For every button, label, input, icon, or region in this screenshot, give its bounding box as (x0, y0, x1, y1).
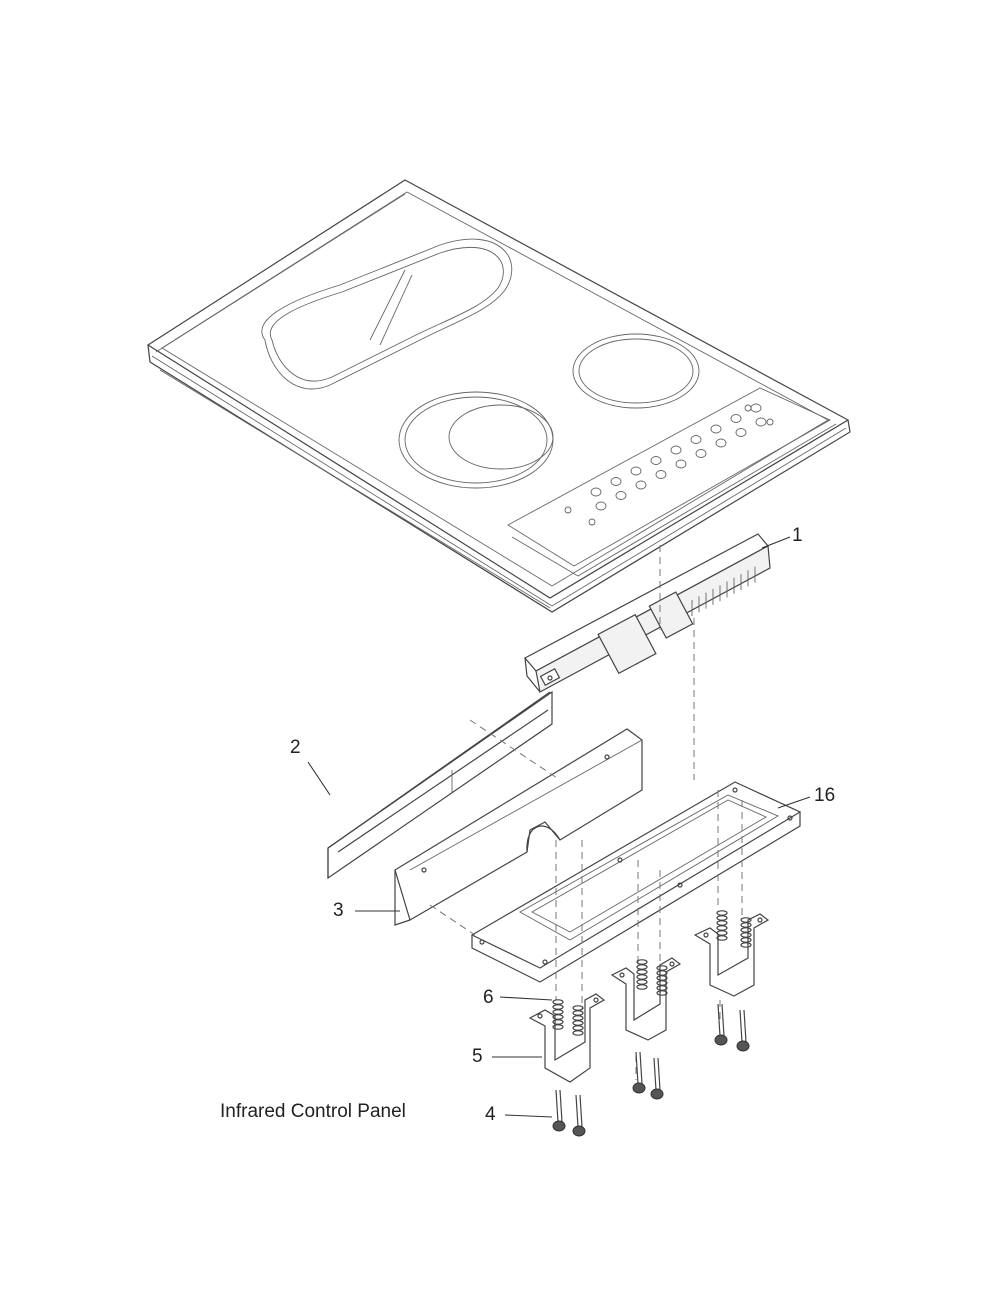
touch-key (710, 424, 722, 434)
bridge-burner (261, 238, 513, 390)
touch-key (766, 418, 774, 426)
spring (636, 959, 648, 990)
touch-key (675, 459, 687, 469)
touch-key (615, 491, 627, 500)
cooktop-glass-top (146, 179, 851, 613)
callout-4: 4 (485, 1104, 496, 1125)
alignment-lines (429, 545, 743, 1080)
touch-key (755, 417, 767, 427)
spring (740, 917, 752, 948)
spring (716, 910, 728, 941)
touch-key (590, 487, 602, 497)
u-brackets-part-5 (528, 913, 770, 1083)
touch-key (670, 445, 682, 455)
small-burner (572, 333, 700, 409)
callout-1: 1 (792, 525, 803, 546)
screw (714, 1003, 728, 1046)
screw (632, 1051, 646, 1094)
bracket-part-3 (394, 728, 643, 926)
screw (552, 1089, 566, 1132)
large-dual-burner (398, 391, 554, 489)
touch-key (655, 470, 667, 479)
touch-key (690, 435, 702, 444)
front-panel-part-2 (327, 690, 553, 880)
touch-key (715, 438, 727, 448)
callout-16: 16 (814, 785, 836, 806)
screw (736, 1009, 750, 1052)
leader-lines (307, 536, 811, 1118)
cooktop-touch-keys (564, 403, 774, 526)
springs-part-6 (552, 910, 752, 1036)
spring (552, 999, 564, 1030)
diagram-caption: Infrared Control Panel (220, 1101, 406, 1122)
touch-key (564, 506, 572, 514)
screw (650, 1057, 664, 1100)
spring (572, 1005, 584, 1036)
screws-part-4 (552, 1003, 750, 1137)
touch-key (588, 518, 596, 526)
touch-key (730, 414, 742, 423)
screw (572, 1094, 586, 1137)
touch-key (630, 466, 642, 476)
touch-key (635, 480, 647, 490)
touch-key (735, 428, 747, 437)
callout-5: 5 (472, 1046, 483, 1067)
touch-key (595, 501, 607, 511)
callout-3: 3 (333, 900, 344, 921)
touch-key (744, 404, 752, 412)
spring (656, 965, 668, 996)
callout-2: 2 (290, 737, 301, 758)
touch-key (695, 449, 707, 458)
callout-6: 6 (483, 987, 494, 1008)
touch-key (610, 477, 622, 486)
touch-key (650, 456, 662, 465)
